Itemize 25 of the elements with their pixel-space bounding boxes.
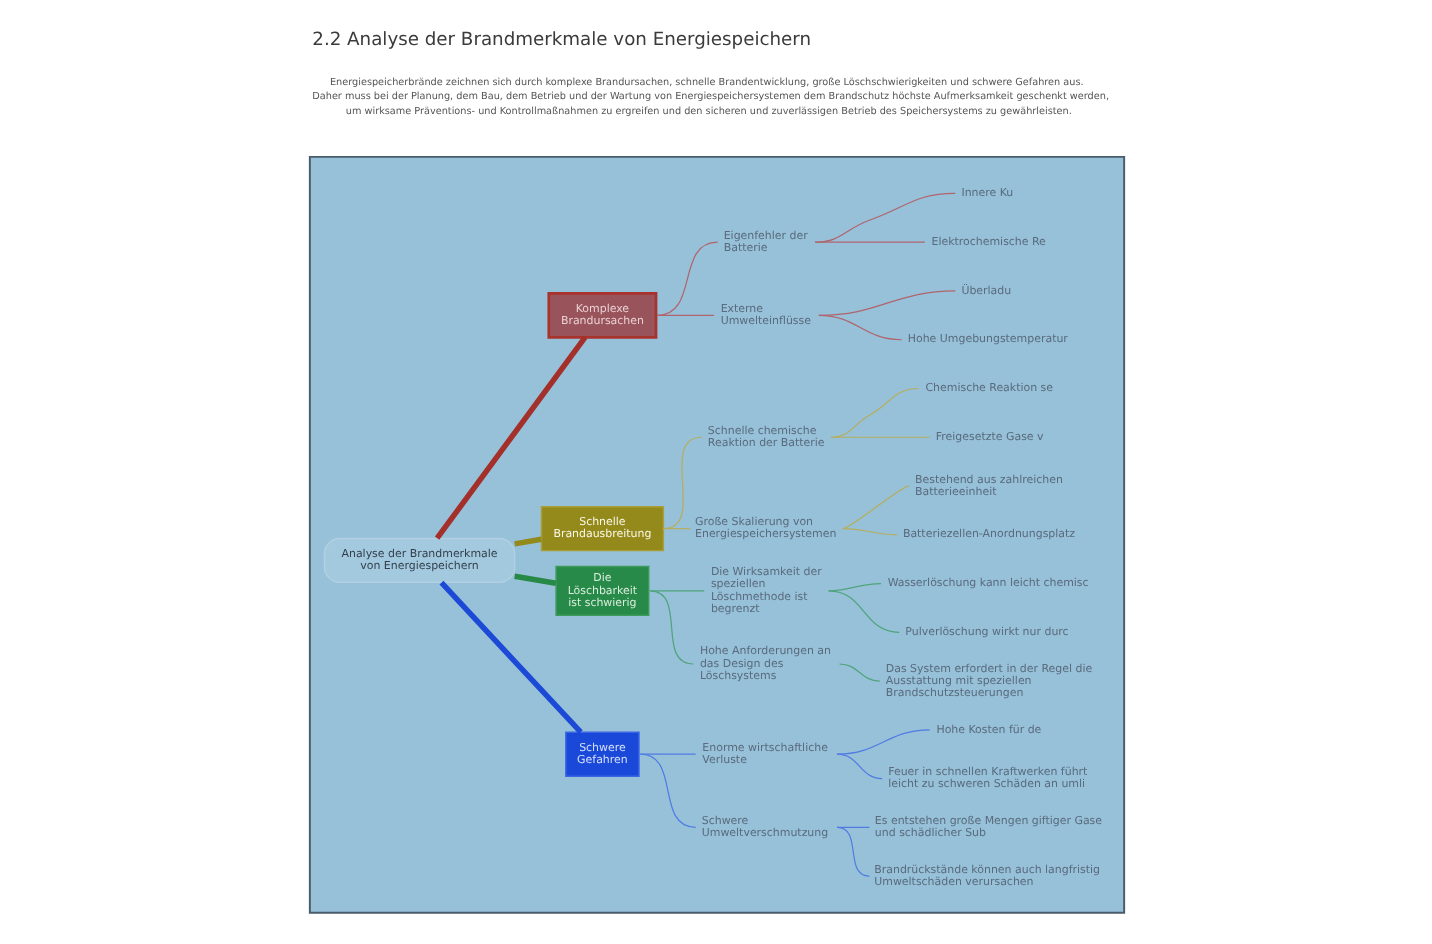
- connector: [661, 436, 702, 530]
- connector: [648, 590, 704, 592]
- connector: [433, 335, 587, 540]
- connector: [638, 753, 696, 828]
- connector: [813, 241, 925, 243]
- connector: [826, 590, 899, 633]
- connector: [655, 314, 714, 316]
- connector: [837, 663, 880, 682]
- connector: [835, 753, 882, 780]
- diagram-title: 2.2 Analyse der Brandmerkmale von Energiespeichern: [311, 31, 811, 52]
- connector: [661, 528, 690, 530]
- connector: [438, 580, 582, 735]
- connector: [835, 729, 930, 755]
- connector: [840, 485, 909, 530]
- connector: [648, 590, 693, 665]
- connector: [655, 241, 718, 316]
- connector: [813, 192, 955, 243]
- cluster: [307, 155, 1125, 914]
- connector: [835, 826, 869, 877]
- connector: [829, 436, 930, 438]
- connector: [513, 573, 556, 586]
- connector: [513, 536, 541, 547]
- connector: [840, 528, 897, 536]
- connector: [829, 387, 919, 438]
- connector: [817, 314, 902, 341]
